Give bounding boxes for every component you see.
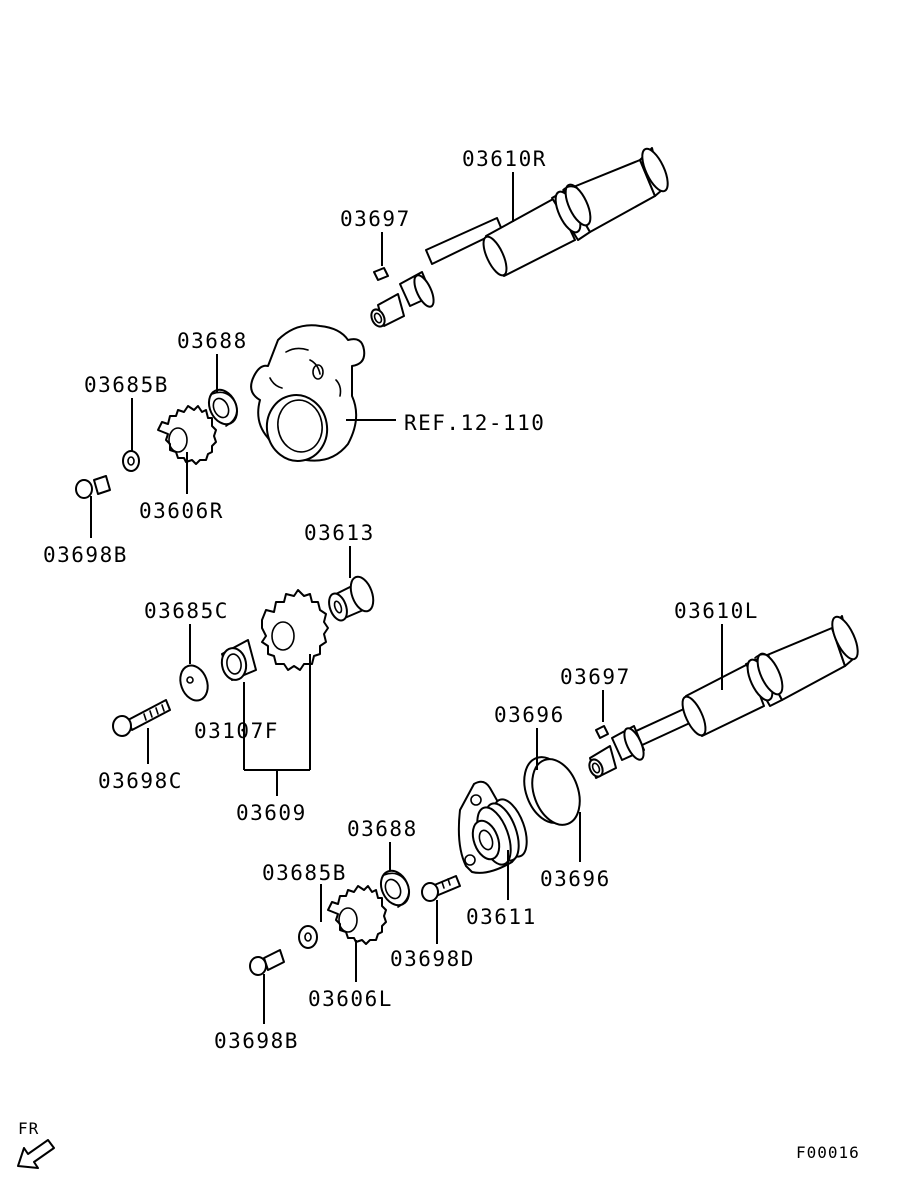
label-03698D: 03698D xyxy=(390,947,475,971)
leader-lines xyxy=(90,172,723,1024)
bearing-03688-top xyxy=(207,388,239,427)
gear-03606L xyxy=(327,885,387,945)
gear-03609 xyxy=(261,589,329,671)
label-03610R: 03610R xyxy=(462,147,547,171)
label-03696-bottom: 03696 xyxy=(540,867,611,891)
bushing-03613 xyxy=(328,575,375,622)
label-03611: 03611 xyxy=(466,905,537,929)
label-03606R: 03606R xyxy=(139,499,224,523)
key-03697-bottom xyxy=(595,725,609,739)
label-03696-top: 03696 xyxy=(494,703,565,727)
label-03685B-top: 03685B xyxy=(84,373,169,397)
key-03697-top xyxy=(373,267,389,281)
bolt-03698C xyxy=(112,699,171,737)
bolt-03698D xyxy=(421,875,461,902)
label-03613: 03613 xyxy=(304,521,375,545)
bearing-03688-bottom xyxy=(379,869,411,908)
label-03697-bottom: 03697 xyxy=(560,665,631,689)
shaft-03610R xyxy=(370,147,669,328)
part-labels: 03610R 03697 03688 03685B REF.12-110 036… xyxy=(43,147,759,1053)
label-03107F: 03107F xyxy=(194,719,279,743)
front-arrow-icon xyxy=(17,1139,55,1169)
shaft-03610L xyxy=(588,615,859,779)
front-direction-indicator: FR xyxy=(17,1119,55,1169)
label-03606L: 03606L xyxy=(308,987,393,1011)
cover-03611 xyxy=(457,780,528,874)
fr-label: FR xyxy=(18,1119,39,1138)
label-03688-top: 03688 xyxy=(177,329,248,353)
bushing-03107F xyxy=(220,639,257,681)
label-03610L: 03610L xyxy=(674,599,759,623)
housing-ref-12-110 xyxy=(250,324,366,462)
gear-03606R xyxy=(157,405,217,465)
washer-03685B-bottom xyxy=(298,925,318,949)
label-03609: 03609 xyxy=(236,801,307,825)
washer-03685B-top xyxy=(122,450,140,472)
label-03698B-top: 03698B xyxy=(43,543,128,567)
washer-03685C xyxy=(179,664,209,702)
bolt-03698B-bottom xyxy=(249,949,285,976)
label-03697-top: 03697 xyxy=(340,207,411,231)
seal-ring-03696 xyxy=(523,756,581,826)
bolt-03698B-top xyxy=(75,475,111,499)
label-ref-12-110: REF.12-110 xyxy=(404,411,545,435)
label-03685C: 03685C xyxy=(144,599,229,623)
label-03688-bottom: 03688 xyxy=(347,817,418,841)
figure-code: F00016 xyxy=(796,1143,860,1162)
label-03698C: 03698C xyxy=(98,769,183,793)
label-03698B-bottom: 03698B xyxy=(214,1029,299,1053)
label-03685B-bottom: 03685B xyxy=(262,861,347,885)
